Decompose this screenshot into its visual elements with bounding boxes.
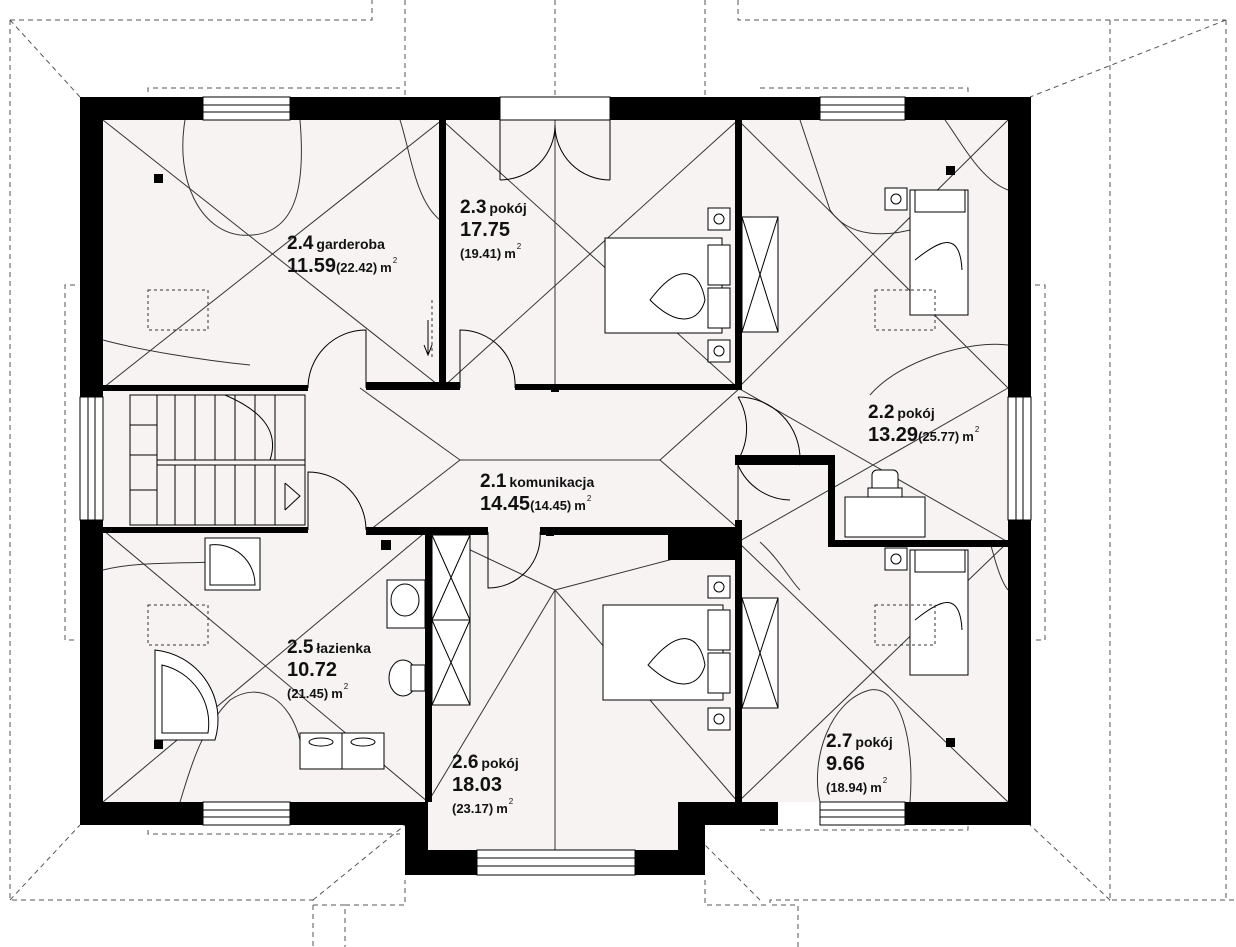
ceiling-panels bbox=[147, 289, 936, 646]
beds bbox=[602, 189, 969, 701]
desk bbox=[844, 469, 926, 538]
outlet-markers bbox=[154, 166, 955, 749]
wardrobes bbox=[431, 216, 779, 709]
staircase bbox=[129, 394, 306, 526]
roof-outline bbox=[9, 0, 1236, 947]
door-swings bbox=[307, 329, 801, 589]
diagonal-guides bbox=[102, 119, 1009, 850]
bathroom-fixtures bbox=[154, 537, 426, 770]
closet-arrow bbox=[423, 320, 433, 357]
windows bbox=[79, 96, 1032, 876]
nightstands bbox=[707, 187, 908, 731]
light-curves bbox=[102, 119, 1009, 803]
balcony-door bbox=[499, 96, 611, 181]
walls bbox=[80, 97, 1031, 875]
